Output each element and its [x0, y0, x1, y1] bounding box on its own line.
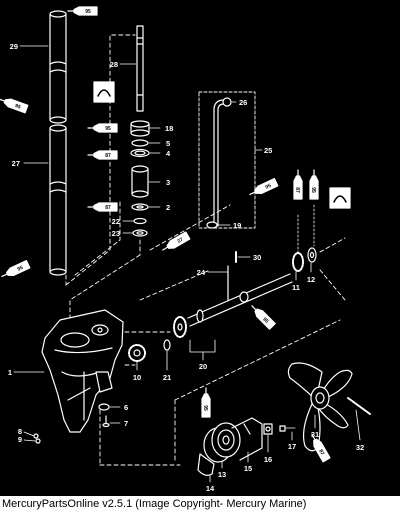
lube-tube-95: 95	[201, 387, 211, 418]
callout-labels: 1234567891011121314151617181920212223242…	[8, 42, 364, 493]
shift-rod-box	[198, 91, 256, 229]
callout-17: 17	[288, 442, 296, 451]
callout-21: 21	[163, 373, 171, 382]
part-21	[163, 339, 171, 351]
lube-code: 95	[261, 316, 269, 324]
assembly-lines-right	[174, 237, 346, 463]
assembly-lines-housing	[99, 204, 231, 466]
parts-8-9	[33, 433, 41, 444]
lube-code: 27	[176, 237, 184, 245]
callout-3: 3	[166, 178, 170, 187]
callout-14: 14	[206, 484, 215, 493]
lube-tube-87: 87	[293, 169, 303, 200]
callout-5: 5	[166, 139, 170, 148]
callout-8: 8	[18, 427, 22, 436]
lube-tube-95: 95	[249, 177, 279, 196]
center-leaders	[122, 127, 161, 234]
driveshaft	[136, 25, 144, 112]
lube-code: 95	[202, 405, 208, 411]
callout-26: 26	[239, 98, 247, 107]
part-14	[197, 453, 215, 476]
lube-code: 87	[105, 205, 111, 211]
callout-18: 18	[165, 124, 173, 133]
assembly-lines-left	[65, 34, 141, 336]
lube-tube-95: 95	[87, 123, 118, 133]
part-6	[98, 403, 110, 411]
callout-27: 27	[12, 159, 20, 168]
lube-tube-27: 27	[162, 231, 191, 251]
lube-code: 87	[317, 448, 325, 456]
callout-9: 9	[18, 435, 22, 444]
part-17	[279, 425, 296, 432]
lube-code: 87	[105, 153, 111, 159]
lube-tube-95: 95	[0, 98, 29, 114]
part-7-screw	[102, 415, 110, 428]
callout-32: 32	[356, 443, 364, 452]
pinion-gear	[128, 344, 146, 362]
lube-tube-95: 95	[1, 259, 31, 278]
gearcase-housing	[41, 309, 124, 433]
lube-tube-87: 87	[87, 202, 118, 212]
callout-19: 19	[233, 221, 241, 230]
seal-kit-box	[93, 81, 115, 103]
shift-rod	[213, 97, 237, 227]
callout-23: 23	[112, 229, 120, 238]
callout-12: 12	[307, 275, 315, 284]
callout-16: 16	[264, 455, 272, 464]
lube-tube-87: 87	[311, 434, 331, 463]
lube-code: 95	[85, 9, 91, 15]
lube-tube-87: 87	[87, 150, 118, 160]
lube-code: 95	[17, 265, 25, 273]
callout-11: 11	[292, 283, 300, 292]
callout-28: 28	[110, 60, 118, 69]
lube-tube-95: 95	[309, 169, 319, 200]
callout-6: 6	[124, 403, 128, 412]
callout-15: 15	[244, 464, 252, 473]
lower-driveshaft-tube	[49, 124, 67, 276]
shaft-stack-parts	[130, 120, 150, 237]
callout-25: 25	[264, 146, 272, 155]
propeller	[287, 362, 353, 452]
seal-kit-box	[329, 187, 351, 209]
lube-tube-95: 95	[67, 6, 98, 16]
propeller-shaft	[187, 273, 293, 327]
callout-10: 10	[133, 373, 141, 382]
callout-31: 31	[311, 430, 319, 439]
upper-driveshaft-tube	[49, 10, 67, 124]
lube-code: 95	[105, 126, 111, 132]
part-19	[206, 221, 218, 229]
forward-gear	[173, 316, 187, 338]
lube-tube-95: 95	[251, 305, 276, 330]
callout-1: 1	[8, 368, 12, 377]
lube-code: 95	[265, 183, 273, 191]
callout-20: 20	[199, 362, 207, 371]
callout-4: 4	[166, 149, 171, 158]
callout-13: 13	[218, 470, 226, 479]
callout-29: 29	[10, 42, 18, 51]
lube-code: 95	[310, 187, 316, 193]
callout-7: 7	[124, 419, 128, 428]
lube-code: 87	[294, 187, 300, 193]
bearing-carrier	[203, 417, 263, 463]
reverse-gear	[292, 247, 317, 272]
callout-2: 2	[166, 203, 170, 212]
prop-nut	[347, 397, 371, 441]
part-16	[263, 423, 273, 435]
lube-code: 95	[14, 103, 21, 111]
callout-30: 30	[253, 253, 261, 262]
copyright-caption: MercuryPartsOnline v2.5.1 (Image Copyrig…	[0, 496, 400, 513]
callout-22: 22	[112, 217, 120, 226]
callout-24: 24	[197, 268, 206, 277]
